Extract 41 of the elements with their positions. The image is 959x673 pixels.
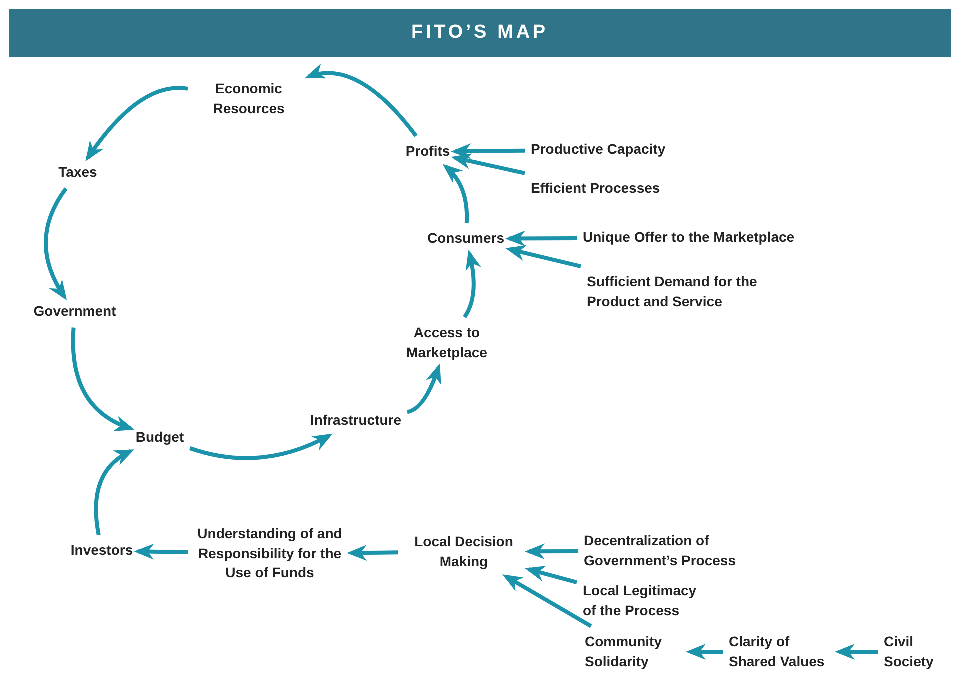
arrow [94,449,134,536]
arrow [502,574,592,628]
concept-label: Economic Resources [212,79,286,118]
arrow [525,544,578,560]
arrow [347,545,398,561]
arrow [71,328,135,431]
arrow [506,230,578,247]
concept-label: Understanding of and Responsibility for the Use of Funds [196,524,344,583]
concept-label: Access to Marketplace [406,323,488,362]
concept-label: Clarity of Shared Values [729,632,826,671]
concept-label: Civil Society [884,632,935,672]
arrow [442,164,470,224]
concept-label: Government [34,302,116,322]
concept-label: Decentralization of Government’s Process [584,531,737,570]
arrow [451,144,526,160]
diagram-title: FITO’S MAP [412,20,548,45]
concept-label: Local Legitimacy of the Process [583,581,698,620]
arrow [835,644,878,660]
concept-label: Taxes [58,163,98,182]
concept-label: Budget [136,428,184,448]
arrow [451,154,526,176]
concept-label: Productive Capacity [531,140,666,160]
concept-label: Infrastructure [310,411,402,430]
arrow [463,250,482,318]
concept-label: Profits [406,142,450,162]
concept-label: Sufficient Demand for the Product and Service [587,272,758,311]
arrow [407,364,442,414]
concept-label: Investors [70,541,134,560]
concept-label: Efficient Processes [531,179,660,198]
concept-label: Community Solidarity [585,632,663,672]
arrow [134,544,188,560]
arrow [525,566,578,584]
arrow [686,644,723,660]
arrow [305,64,418,138]
concept-label: Consumers [427,229,505,248]
concept-label: Local Decision Making [414,532,514,572]
arrow [190,434,333,460]
concept-label: Unique Offer to the Marketplace [583,228,795,248]
arrow [506,245,582,269]
arrow [44,188,68,301]
arrow [86,86,188,162]
